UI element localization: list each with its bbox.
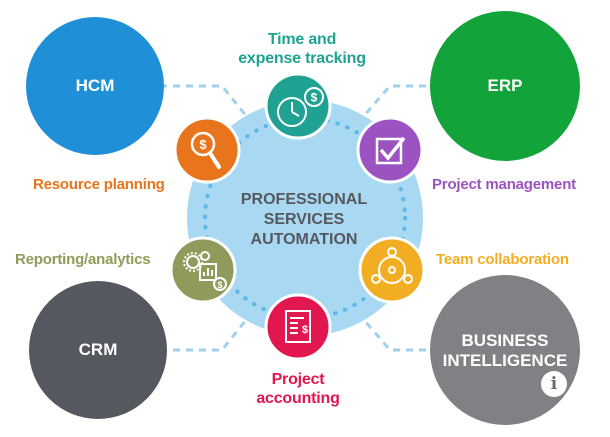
info-icon[interactable]: i: [541, 371, 567, 397]
erp-label: ERP: [487, 76, 523, 95]
crm-circle: [29, 281, 167, 419]
project-accounting-label-line-2: accounting: [256, 390, 340, 407]
crm-label: CRM: [78, 340, 118, 359]
time-tracking-label-line-1: Time and: [267, 31, 337, 48]
hub-title-line-2: SERVICES: [263, 211, 345, 228]
hub-title: PROFESSIONAL SERVICES AUTOMATION: [214, 190, 394, 250]
project-accounting-module: $: [264, 293, 332, 361]
project-management-module: [356, 116, 424, 184]
project-accounting-label: Project accounting: [240, 370, 356, 408]
hub-title-line-1: PROFESSIONAL: [240, 191, 368, 208]
erp-circle: [430, 11, 580, 161]
hcm-circle: [26, 17, 164, 155]
resource-planning-label: Resource planning: [33, 176, 165, 193]
svg-text:$: $: [199, 137, 207, 152]
resource-planning-module: $: [173, 116, 241, 184]
hub-title-line-3: AUTOMATION: [250, 231, 358, 248]
reporting-module: $: [169, 236, 237, 304]
connector-crm: [160, 319, 248, 352]
svg-text:$: $: [217, 280, 222, 290]
svg-text:$: $: [311, 91, 318, 105]
checkbox-icon: [375, 136, 406, 165]
time-tracking-label-line-2: expense tracking: [238, 50, 366, 67]
hcm-label: HCM: [75, 76, 115, 95]
stopwatch-dollar-icon: $: [277, 87, 324, 127]
connector-hcm: [160, 84, 250, 119]
bi-label-line-1: BUSINESS: [461, 331, 549, 350]
gears-report-icon: $: [183, 251, 227, 291]
svg-text:$: $: [302, 324, 308, 336]
project-accounting-label-line-1: Project: [271, 371, 325, 388]
team-circle-icon: [371, 247, 413, 284]
bi-label-line-2: INTELLIGENCE: [442, 351, 568, 370]
time-tracking-module: $: [264, 72, 332, 140]
time-tracking-label: Time and expense tracking: [222, 30, 382, 68]
project-management-label: Project management: [432, 176, 576, 193]
invoice-scroll-icon: $: [285, 310, 311, 343]
bi-label: BUSINESS INTELLIGENCE: [430, 331, 580, 371]
magnifier-dollar-icon: $: [190, 131, 221, 169]
team-collaboration-module: [358, 236, 426, 304]
team-collaboration-label: Team collaboration: [436, 251, 569, 268]
reporting-label: Reporting/analytics: [15, 251, 151, 268]
